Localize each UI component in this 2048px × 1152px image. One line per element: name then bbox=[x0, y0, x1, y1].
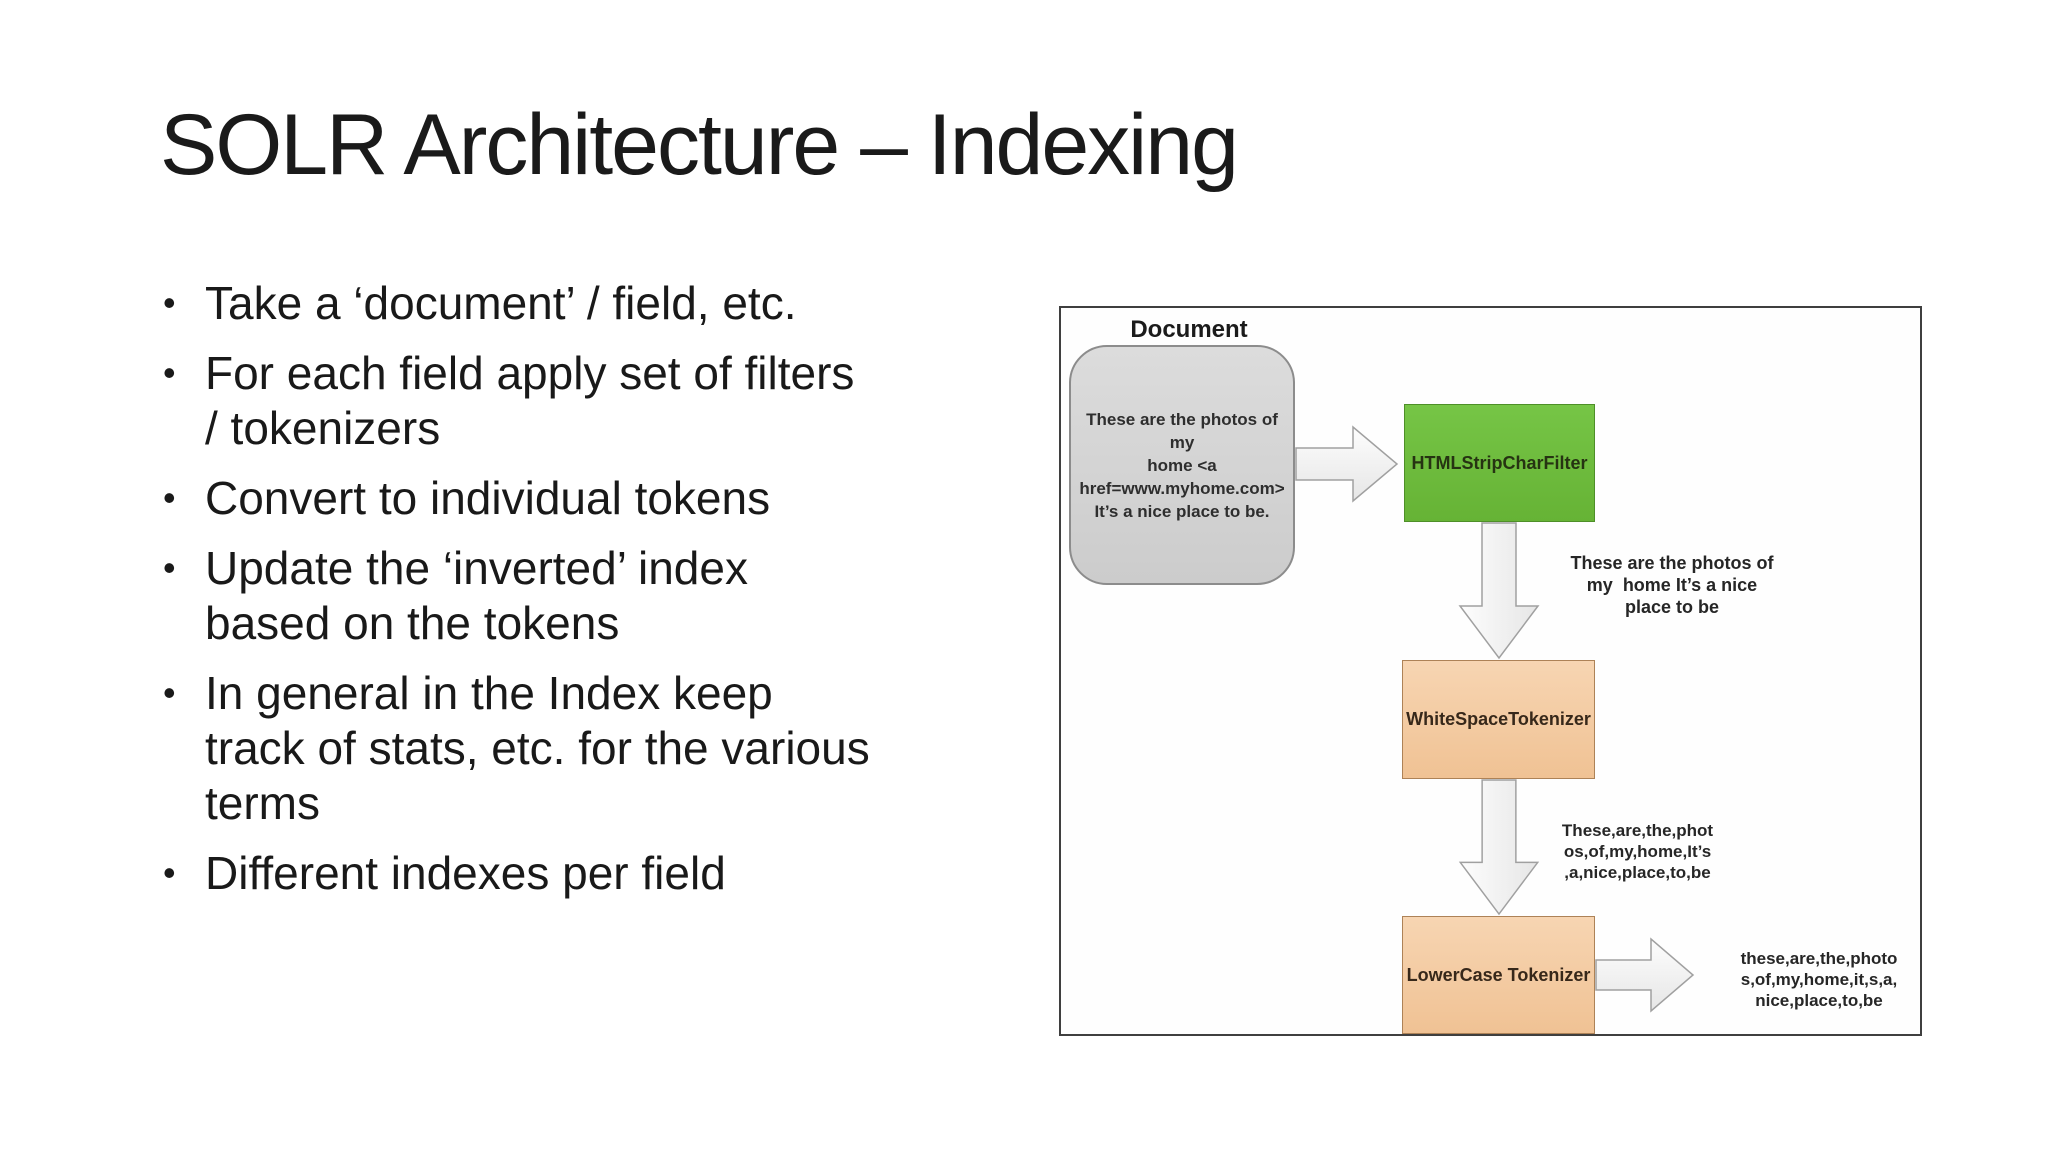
lowercase-box: LowerCase Tokenizer bbox=[1402, 916, 1595, 1034]
diagram-panel: Document These are the photos of my home… bbox=[1059, 306, 1922, 1036]
bullet-list: Take a ‘document’ / field, etc. For each… bbox=[163, 276, 1083, 916]
annotation-after-lowercase: these,are,the,photo s,of,my,home,it,s,a,… bbox=[1740, 949, 1898, 1010]
arrow-right-icon bbox=[1595, 930, 1695, 1020]
bullet-item-1: Take a ‘document’ / field, etc. bbox=[163, 276, 1083, 331]
bullet-item-3: Convert to individual tokens bbox=[163, 471, 1083, 526]
bullet-item-5: In general in the Index keep track of st… bbox=[163, 666, 1083, 831]
whitespace-box: WhiteSpaceTokenizer bbox=[1402, 660, 1595, 779]
arrow-down-icon bbox=[1454, 522, 1544, 660]
annotation-after-htmlstrip: These are the photos of my home It’s a n… bbox=[1570, 553, 1774, 617]
htmlstrip-box: HTMLStripCharFilter bbox=[1404, 404, 1595, 522]
bullet-item-4: Update the ‘inverted’ index based on the… bbox=[163, 541, 1083, 651]
arrow-right-icon bbox=[1295, 419, 1399, 509]
slide-title: SOLR Architecture – Indexing bbox=[160, 97, 1239, 193]
document-box: These are the photos of my home <a href=… bbox=[1069, 345, 1295, 585]
bullet-item-6: Different indexes per field bbox=[163, 846, 1083, 901]
diagram-title: Document bbox=[1130, 316, 1248, 343]
arrow-down-icon bbox=[1454, 779, 1544, 916]
annotation-after-whitespace: These,are,the,phot os,of,my,home,It’s ,a… bbox=[1561, 821, 1714, 882]
bullet-item-2: For each field apply set of filters / to… bbox=[163, 346, 1083, 456]
